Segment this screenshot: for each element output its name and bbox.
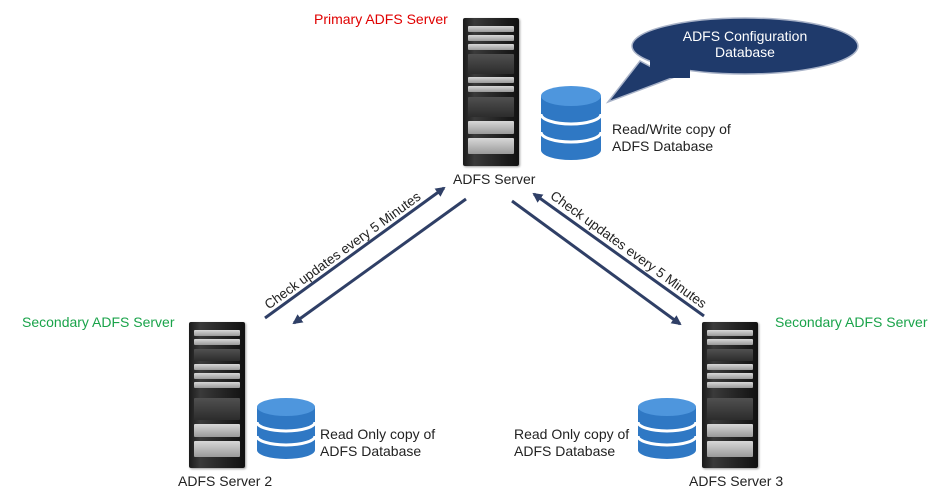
- arrow-primary-to-right: [511, 199, 682, 326]
- right-db-label-line2: ADFS Database: [514, 443, 616, 459]
- left-server-icon: [189, 322, 245, 468]
- left-db-label-line2: ADFS Database: [320, 443, 422, 459]
- arrow-left-to-primary: [264, 186, 446, 320]
- right-db-label: Read Only copy of ADFS Database: [514, 426, 629, 460]
- left-server-name: ADFS Server 2: [178, 473, 273, 489]
- right-server-icon: [702, 322, 758, 468]
- left-database-icon: [255, 398, 317, 459]
- primary-server-icon: [463, 18, 519, 166]
- right-server-name: ADFS Server 3: [689, 473, 784, 489]
- arrow-primary-to-left: [292, 197, 467, 325]
- primary-db-label-line1: Read/Write copy of: [612, 121, 731, 137]
- left-db-label-line1: Read Only copy of: [320, 426, 436, 442]
- arrow-right-to-primary: [532, 192, 705, 318]
- left-role-label: Secondary ADFS Server: [22, 314, 175, 330]
- callout-line-2: Database: [715, 44, 775, 60]
- primary-db-label: Read/Write copy of ADFS Database: [612, 121, 731, 155]
- left-db-label: Read Only copy of ADFS Database: [320, 426, 435, 460]
- primary-role-label: Primary ADFS Server: [314, 11, 448, 27]
- primary-db-label-line2: ADFS Database: [612, 138, 714, 154]
- right-database-icon: [636, 398, 698, 459]
- right-db-label-line1: Read Only copy of: [514, 426, 630, 442]
- callout-line-1: ADFS Configuration: [682, 28, 808, 44]
- right-role-label: Secondary ADFS Server: [775, 314, 928, 330]
- config-db-callout: [605, 17, 859, 104]
- primary-database-icon: [539, 86, 603, 160]
- primary-server-name: ADFS Server: [453, 171, 536, 187]
